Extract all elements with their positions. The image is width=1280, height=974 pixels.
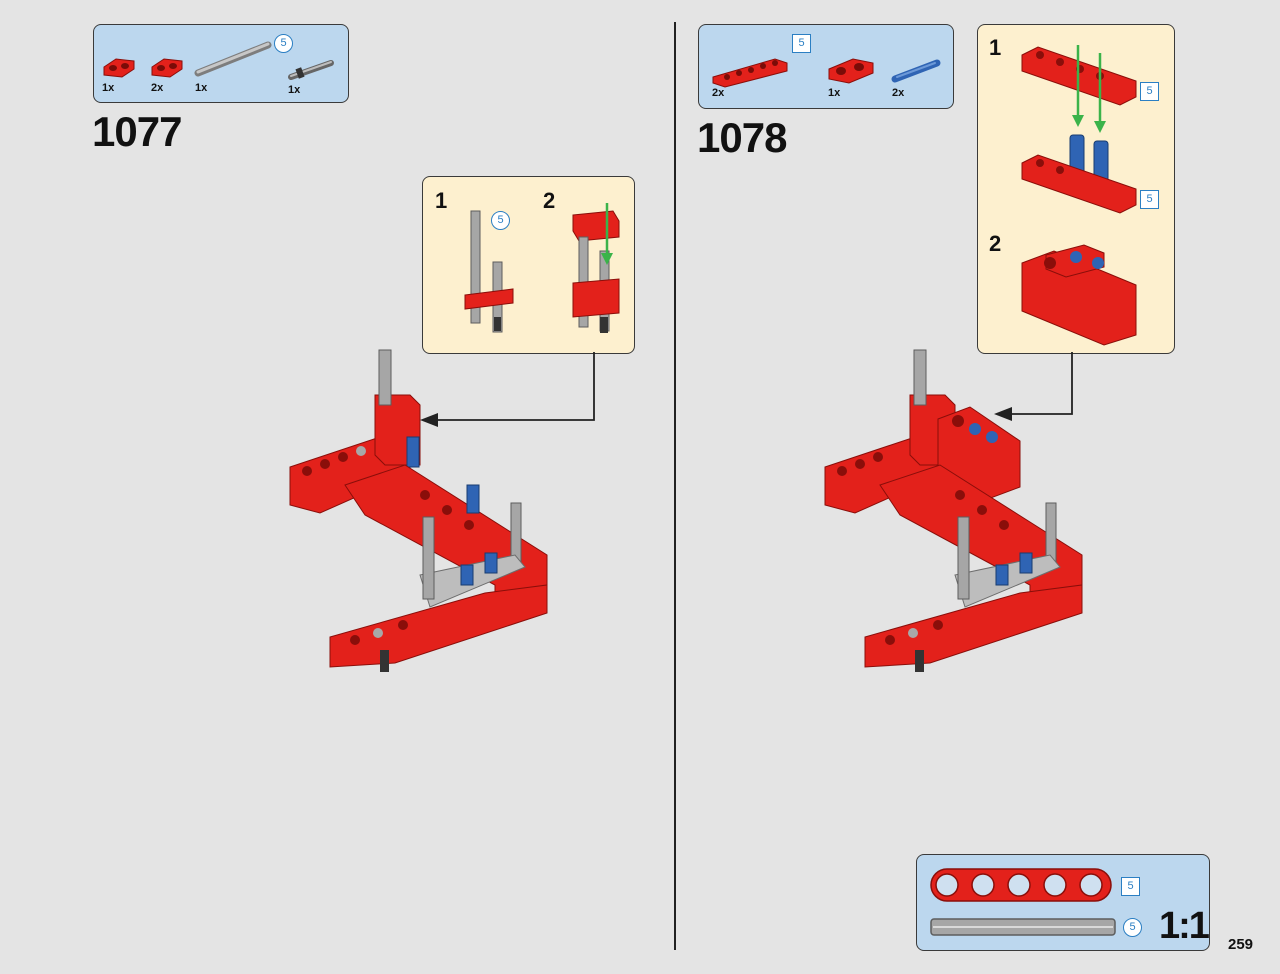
gray-axle-scale-icon	[930, 918, 1116, 936]
substep-number-2: 2	[543, 188, 556, 213]
page-number: 259	[1228, 936, 1254, 953]
length-badge: 5	[1121, 877, 1140, 896]
beam-pin-substep-2-image	[1021, 244, 1137, 346]
step-number-1077: 1077	[92, 108, 182, 155]
substep-number-1: 1	[989, 35, 1002, 60]
part-qty-4: 1x	[288, 84, 301, 96]
red-axle-connector-icon	[103, 58, 135, 78]
beam-pin-substep-1-image	[1021, 45, 1137, 214]
blue-pin-icon	[891, 59, 941, 83]
step-number-1078: 1078	[697, 114, 787, 161]
red-axle-connector-icon	[828, 58, 874, 84]
gray-axle-icon	[194, 41, 272, 77]
red-beam-scale-icon	[930, 868, 1112, 902]
scale-reference-box: 5 5 1:1	[916, 854, 1210, 951]
part-qty-1: 1x	[102, 82, 115, 94]
axle-assembly-substep-2-image	[572, 203, 620, 333]
callout-pointer-arrow	[420, 352, 595, 427]
callout-pointer-arrow	[994, 352, 1073, 421]
axle-with-stop-icon	[288, 60, 334, 80]
part-qty-1: 2x	[712, 87, 725, 99]
substep-callout-1078: 1 2 5 5	[977, 24, 1175, 354]
substep-number-2: 2	[989, 231, 1002, 256]
part-qty-3: 1x	[195, 82, 208, 94]
length-badge: 5	[1140, 82, 1159, 101]
axle-assembly-substep-1-image	[464, 210, 514, 333]
red-axle-pin-connector-icon	[151, 58, 183, 78]
step-divider	[674, 22, 676, 950]
substep-number-1: 1	[435, 188, 448, 213]
scale-label: 1:1	[1159, 905, 1210, 947]
red-beam-icon	[712, 58, 788, 88]
substep-callout-1077: 1 2 5	[422, 176, 635, 354]
part-qty-3: 2x	[892, 87, 905, 99]
parts-callout-1078: 2x 1x 2x 5	[698, 24, 954, 109]
model-assembly-1077-image	[289, 349, 548, 672]
model-assembly-1078-image	[824, 349, 1083, 672]
length-badge: 5	[1140, 190, 1159, 209]
parts-callout-1077: 1x 2x 1x 1x 5	[93, 24, 349, 103]
length-badge: 5	[1123, 918, 1142, 937]
length-badge: 5	[792, 34, 811, 53]
part-qty-2: 2x	[151, 82, 164, 94]
length-badge: 5	[274, 34, 293, 53]
length-badge: 5	[491, 211, 510, 230]
part-qty-2: 1x	[828, 87, 841, 99]
